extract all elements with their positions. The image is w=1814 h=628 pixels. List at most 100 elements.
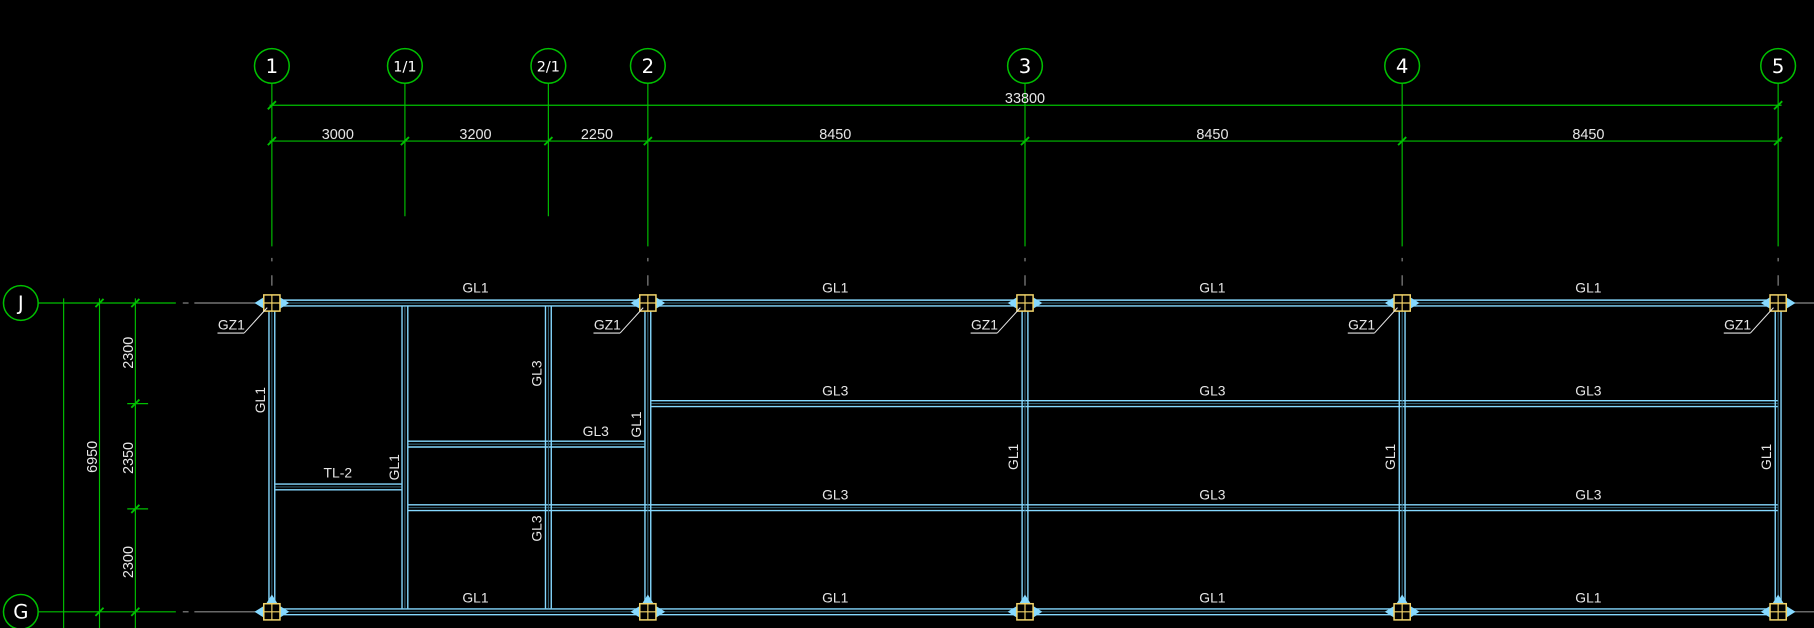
leader-line [243,307,268,334]
dim-segment-label: 8450 [1572,127,1604,143]
beam-row-a [651,400,1779,408]
column-arrow [1410,297,1420,309]
dim-segment-label: 2350 [121,442,137,474]
dim-tick [94,607,105,617]
axis-label: 5 [1772,55,1785,78]
dim-overall-label: 6950 [85,441,101,473]
beam-column-line [1774,303,1782,612]
dim-segment-label: 8450 [819,127,851,143]
beam-label: GL1 [1199,280,1226,296]
beam-label: GL3 [822,487,849,503]
beam-label: GL1 [1005,443,1021,470]
beam-label: GL1 [628,411,644,438]
dim-tick [400,136,410,146]
column-gz1 [1760,594,1796,621]
beam-inner-vertical [401,306,409,609]
column-arrow [1019,594,1031,604]
beam-label: GL1 [1758,443,1774,470]
dim-tick [1773,100,1783,110]
dim-segment-label: 2250 [581,127,613,143]
beam-label: GL3 [1575,383,1602,399]
beam-label: GL1 [822,590,849,606]
dim-segment-label: 2300 [121,337,137,369]
column-arrow [655,297,666,309]
beam-label: GL3 [528,515,544,542]
column-gz1 [1007,294,1043,312]
column-arrow [1772,594,1784,604]
beam-label: GL3 [528,360,544,387]
beam-label: GL1 [462,590,489,606]
beam-tl [275,483,402,491]
column-gz1 [254,294,290,312]
column-gz1 [630,594,666,621]
beam-label: GL1 [1382,443,1398,470]
axis-label: G [13,601,28,624]
dim-tick [643,136,653,146]
beam-label: GL1 [822,280,849,296]
column-arrow [1033,606,1043,618]
beam-column-line [644,303,652,612]
column-label: GZ1 [594,317,621,333]
column-label: GZ1 [971,317,998,333]
column-arrow [279,297,290,309]
column-label: GZ1 [1724,317,1751,333]
beam-label: GL1 [1575,590,1602,606]
beam-label: GL1 [386,454,402,481]
column-arrow [655,606,666,618]
axis-label: J [16,292,24,315]
column-arrow [1007,297,1017,309]
beam-label: GL3 [583,423,610,439]
beam-inner-vertical [544,306,552,609]
column-arrow [1384,297,1395,309]
dim-tick [1020,136,1030,146]
column-gz1 [1760,294,1796,312]
dim-tick [130,398,141,409]
beam-label: GL1 [1199,590,1226,606]
columns [254,294,1796,621]
beam-row-b [408,504,1779,512]
beam-inner-horizontal [408,440,645,448]
beam-column-line [268,303,276,612]
column-arrow [630,297,640,309]
column-arrow [630,606,640,618]
column-gz1 [254,594,290,621]
leader-line [1749,307,1774,334]
dim-overall-label: 33800 [1005,91,1045,107]
dim-segment-label: 8450 [1196,127,1228,143]
column-arrow [1384,606,1395,618]
column-arrow [642,594,654,604]
column-arrow [1007,606,1017,618]
column-gz1 [1384,294,1420,312]
leader-line [619,307,644,334]
leader-line [1373,307,1398,334]
dim-tick [543,136,554,146]
axis-label: 2/1 [537,60,560,76]
dim-tick [130,504,141,514]
column-label: GZ1 [1348,317,1375,333]
beam-column-line [1021,303,1029,612]
axis-label: 1/1 [393,60,416,76]
column-arrow [1760,606,1771,618]
dim-tick [130,607,141,617]
column-arrow [1396,594,1408,604]
axis-label: 3 [1019,55,1032,78]
axis-label: 1 [266,55,279,78]
column-arrow [254,606,264,618]
dim-segment-label: 3200 [459,127,491,143]
column-arrow [279,606,290,618]
column-arrow [266,594,278,604]
beam-label: GL1 [1575,280,1602,296]
beam-label: GL3 [1575,487,1602,503]
beam-label: GL3 [1199,383,1226,399]
dim-tick [267,136,277,146]
column-labels: GZ1 GZ1 GZ1 GZ1 GZ1 [217,307,1774,334]
column-gz1 [630,294,666,312]
beams [268,299,1782,616]
beam-label: TL-2 [324,465,353,481]
column-label: GZ1 [218,317,245,333]
column-arrow [1410,606,1420,618]
dim-tick [94,298,105,308]
leader-line [996,307,1021,334]
